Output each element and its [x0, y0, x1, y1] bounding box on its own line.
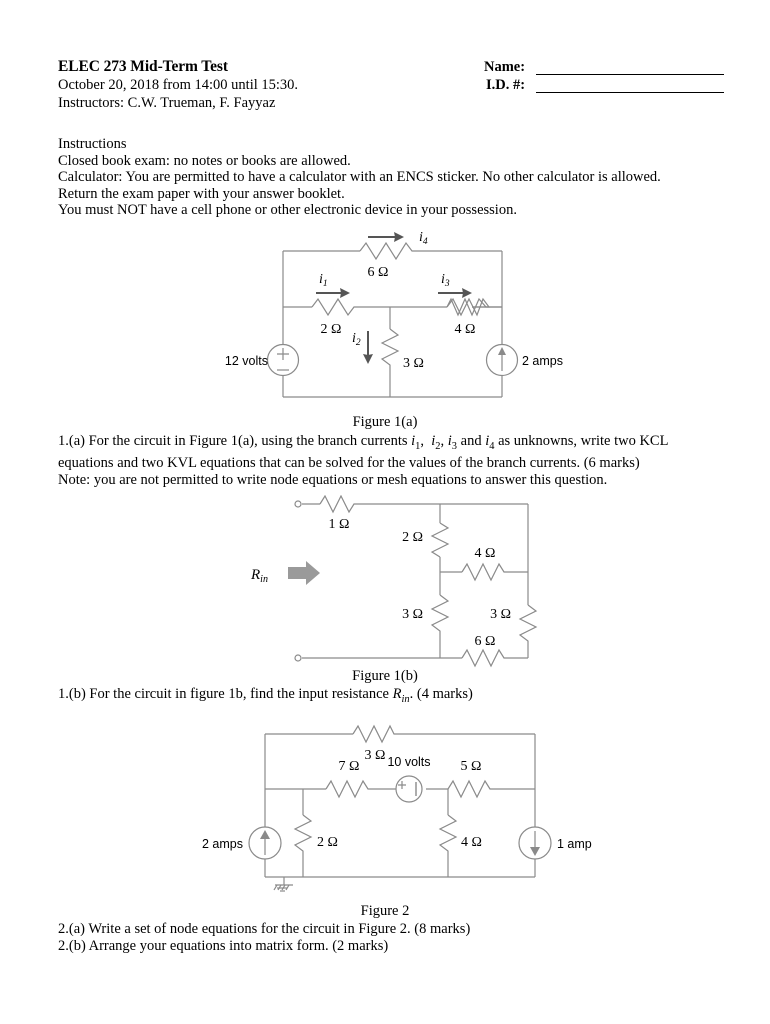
instructions-line-4: You must NOT have a cell phone or other … — [58, 202, 517, 219]
figure-2-circuit: 3 Ω 7 Ω 5 Ω 10 volts 2 Ω 4 Ω 2 amps 1 am… — [195, 722, 595, 907]
label-7ohm: 7 Ω — [339, 759, 360, 774]
q1b-rin: R — [392, 686, 402, 702]
current-arrow-i3 — [438, 288, 472, 298]
resistor-2ohm-f2 — [293, 814, 313, 855]
instructions-line-2: Calculator: You are permitted to have a … — [58, 169, 661, 186]
figure-1b-caption: Figure 1(b) — [352, 668, 418, 684]
name-label: Name: — [484, 59, 526, 75]
label-10volts: 10 volts — [387, 755, 430, 769]
figure-1b-circuit: Rin 1 Ω 2 Ω 4 Ω 3 Ω 3 Ω 6 Ω — [240, 495, 550, 670]
label-2ohm-f2: 2 Ω — [317, 835, 338, 850]
resistor-3ohm-top — [352, 724, 397, 744]
question-1a-line-2: equations and two KVL equations that can… — [58, 455, 640, 472]
current-arrow-i4 — [368, 232, 404, 242]
question-1b-line-1: 1.(b) For the circuit in figure 1b, find… — [58, 686, 738, 708]
resistor-4ohm-b — [461, 562, 508, 582]
resistor-4ohm — [446, 297, 502, 317]
label-4ohm-b: 4 Ω — [475, 546, 496, 561]
label-2amps: 2 amps — [522, 354, 563, 368]
current-arrow-i2 — [363, 331, 373, 364]
instructions-line-3: Return the exam paper with your answer b… — [58, 185, 345, 202]
resistor-3ohm-left — [430, 594, 450, 635]
voltage-source-12v — [266, 343, 300, 377]
instructors-line: Instructors: C.W. Trueman, F. Fayyaz — [58, 95, 276, 111]
label-12volts: 12 volts — [225, 354, 268, 368]
page-title: ELEC 273 Mid-Term Test — [58, 58, 228, 75]
exam-date-line: October 20, 2018 from 14:00 until 15:30. — [58, 77, 299, 93]
resistor-1ohm — [319, 495, 358, 514]
question-1b-block: 1.(b) For the circuit in figure 1b, find… — [58, 686, 738, 708]
current-source-1amp — [518, 826, 552, 860]
question-2b-line: 2.(b) Arrange your equations into matrix… — [58, 937, 389, 954]
current-arrow-i1 — [316, 288, 350, 298]
resistor-2ohm — [311, 297, 360, 317]
label-3ohm-right: 3 Ω — [490, 607, 511, 622]
resistor-3ohm — [380, 328, 400, 370]
name-write-line[interactable] — [536, 74, 724, 75]
label-4ohm: 4 Ω — [455, 322, 476, 337]
label-2amps-f2: 2 amps — [202, 837, 243, 851]
rin-arrow-icon — [288, 561, 320, 585]
q1b-rin-sub: in — [401, 693, 410, 705]
question-1a-line-3: Note: you are not permitted to write nod… — [58, 472, 608, 489]
label-6ohm: 6 Ω — [368, 265, 389, 280]
resistor-4ohm-f2 — [438, 814, 458, 855]
label-4ohm-f2: 4 Ω — [461, 835, 482, 850]
question-1a-line-1: 1.(a) For the circuit in Figure 1(a), us… — [58, 433, 669, 452]
resistor-7ohm — [325, 779, 372, 799]
label-3ohm-top: 3 Ω — [365, 748, 386, 763]
label-1ohm: 1 Ω — [329, 517, 350, 532]
label-5ohm: 5 Ω — [461, 759, 482, 774]
q1b-text-before: 1.(b) For the circuit in figure 1b, find… — [58, 686, 393, 702]
label-rin: Rin — [250, 567, 268, 585]
label-i1: i1 — [319, 272, 328, 289]
question-2-block: 2.(a) Write a set of node equations for … — [58, 921, 738, 954]
ground-icon — [273, 877, 293, 892]
instructions-block: Instructions Closed book exam: no notes … — [58, 136, 738, 219]
question-1a-block: 1.(a) For the circuit in Figure 1(a), us… — [58, 433, 738, 489]
label-i2: i2 — [352, 331, 361, 348]
resistor-3ohm-right — [518, 604, 538, 643]
resistor-6ohm-b — [461, 648, 508, 668]
label-2ohm: 2 Ω — [321, 322, 342, 337]
resistor-6ohm-top — [359, 241, 418, 261]
label-3ohm: 3 Ω — [403, 356, 424, 371]
q1b-text-after: . (4 marks) — [409, 686, 473, 702]
instructions-heading: Instructions — [58, 136, 127, 152]
resistor-5ohm — [447, 779, 494, 799]
figure-1a-circuit: i4 6 Ω i1 i3 2 Ω 4 Ω i2 3 Ω 12 volts 2 a… — [200, 225, 580, 415]
label-i3: i3 — [441, 272, 450, 289]
label-6ohm-b: 6 Ω — [475, 634, 496, 649]
voltage-source-10v — [395, 775, 423, 803]
label-1amp: 1 amp — [557, 837, 592, 851]
id-label: I.D. #: — [486, 77, 526, 93]
terminal-top — [294, 500, 302, 508]
instructions-line-1: Closed book exam: no notes or books are … — [58, 152, 351, 169]
label-3ohm-left: 3 Ω — [402, 607, 423, 622]
label-i4: i4 — [419, 230, 428, 247]
id-write-line[interactable] — [536, 92, 724, 93]
figure-2-caption: Figure 2 — [360, 903, 410, 919]
question-2a-line: 2.(a) Write a set of node equations for … — [58, 921, 471, 937]
resistor-2ohm-b — [430, 522, 450, 558]
current-source-2amps — [248, 826, 282, 860]
label-2ohm-b: 2 Ω — [402, 530, 423, 545]
terminal-bottom — [294, 654, 302, 662]
figure-1a-caption: Figure 1(a) — [352, 414, 418, 430]
current-source-2a — [485, 343, 519, 377]
